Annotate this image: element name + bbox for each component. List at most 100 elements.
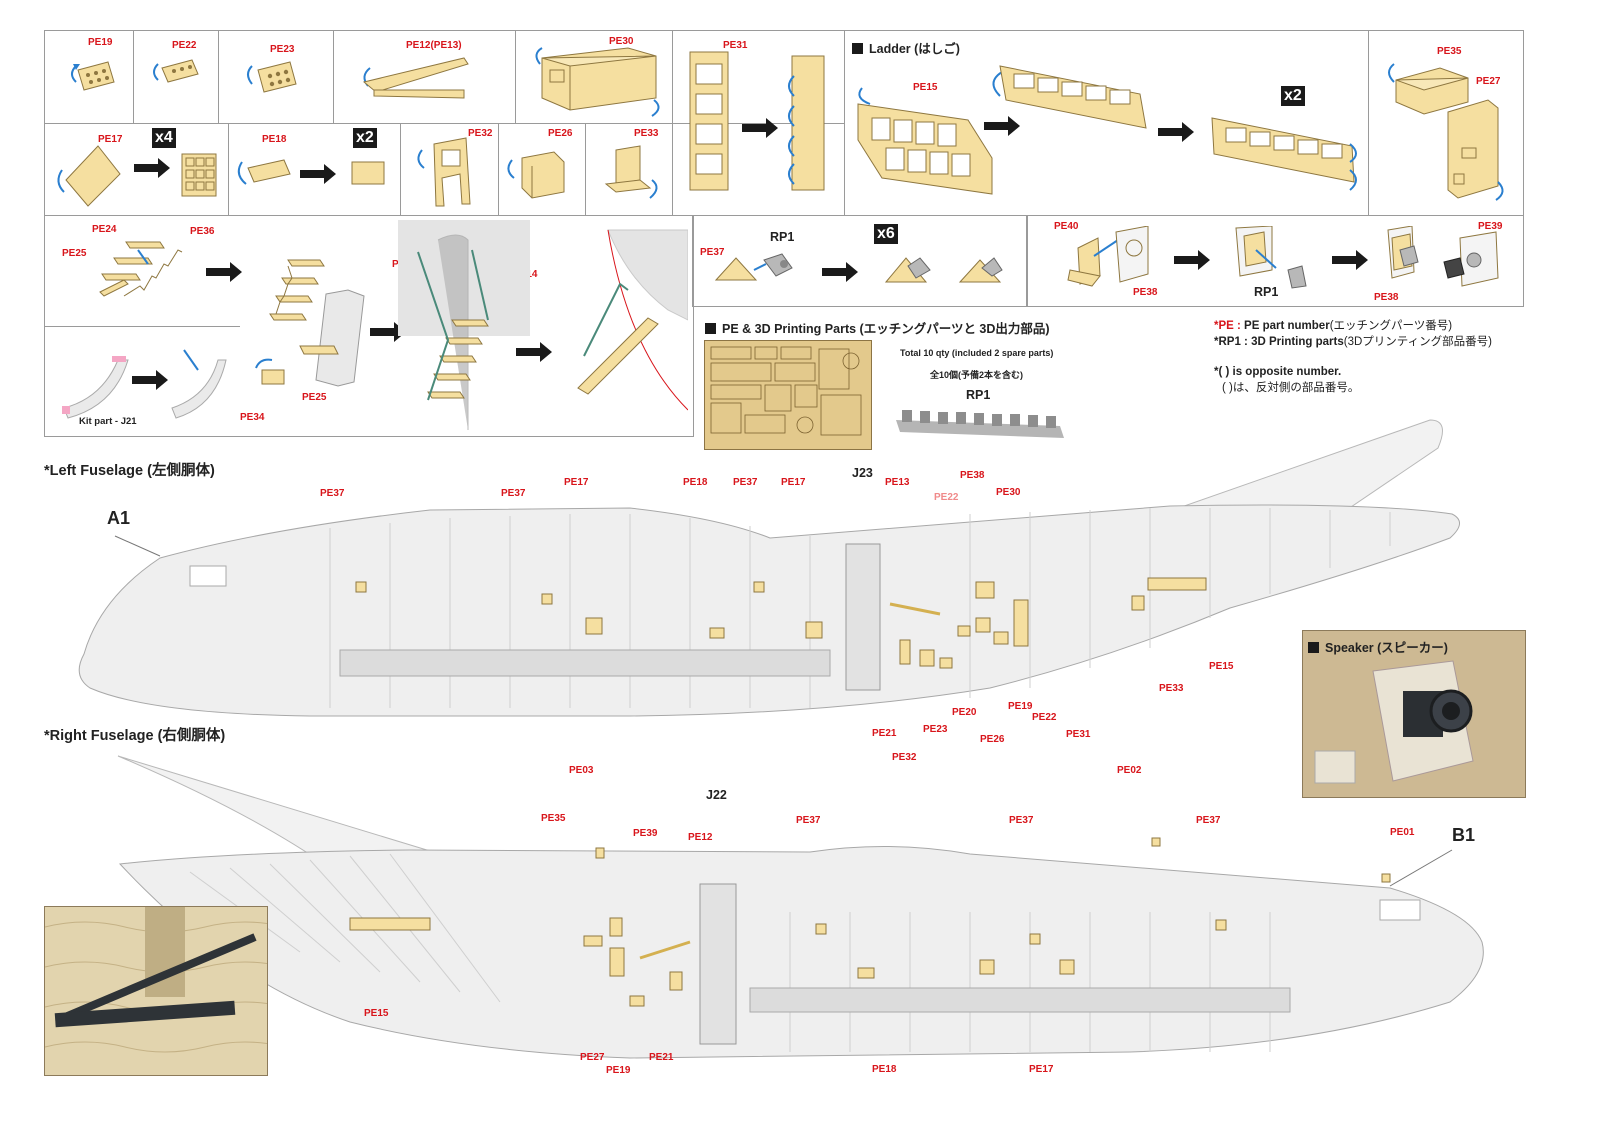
legend-rp-jp: (3Dプリンティング部品番号)	[1343, 336, 1492, 348]
left-callout: PE17	[564, 477, 589, 488]
legend-pe-key: *PE :	[1214, 320, 1241, 332]
ladder-pe15-label: PE15	[913, 82, 938, 93]
right-callout: PE27	[580, 1052, 605, 1063]
rp1-pe37-label: PE37	[700, 247, 725, 258]
right-callout: PE19	[606, 1065, 631, 1076]
kit-part-label: Kit part - J21	[79, 416, 137, 427]
divider	[515, 30, 516, 123]
right-callout: PE02	[1117, 765, 1142, 776]
left-callout: PE26	[980, 734, 1005, 745]
pe23-label: PE23	[270, 44, 295, 55]
left-j-label: J23	[852, 466, 873, 480]
pe30-part	[535, 47, 660, 117]
pe12-label: PE12(PE13)	[406, 40, 462, 51]
right-callout: PE12	[688, 832, 713, 843]
left-callout: PE18	[683, 477, 708, 488]
left-callout: PE37	[733, 477, 758, 488]
pe33-part	[604, 145, 658, 199]
divider	[218, 30, 219, 123]
pe26-label: PE26	[548, 128, 573, 139]
pe18-multiplier: x2	[353, 128, 377, 148]
pe24-label: PE24	[92, 224, 117, 235]
pe26-part	[507, 151, 565, 199]
divider	[498, 123, 499, 216]
divider	[400, 123, 401, 216]
stairs-diagram	[62, 220, 688, 430]
pe-fret-image	[704, 340, 872, 450]
right-callout: PE37	[796, 815, 821, 826]
ladder-diagram	[857, 65, 1357, 195]
rp1-sprue-image	[896, 410, 1064, 438]
kit-part-divider	[44, 326, 240, 327]
legend-pe-text: PE part number	[1244, 320, 1330, 332]
left-callout: PE31	[1066, 729, 1091, 740]
right-j-label: J22	[706, 788, 727, 802]
ladder-title: Ladder (はしご)	[852, 38, 960, 57]
right-callout: PE39	[633, 828, 658, 839]
rp1-label: RP1	[770, 230, 795, 244]
pe22-part	[153, 59, 199, 83]
pe17-part	[57, 145, 217, 207]
pe31-label: PE31	[723, 40, 748, 51]
printing-total: Total 10 qty (included 2 spare parts)	[900, 348, 1054, 358]
divider	[133, 30, 134, 123]
divider	[672, 30, 673, 216]
right-callout: PE37	[1009, 815, 1034, 826]
legend-pe-jp: (エッチングパーツ番号)	[1329, 320, 1453, 332]
left-callout: PE37	[501, 488, 526, 499]
left-callout: PE20	[952, 707, 977, 718]
left-callout: PE19	[1008, 701, 1033, 712]
pe23-part	[247, 61, 297, 93]
pe30-label: PE30	[609, 36, 634, 47]
right-callout: PE03	[569, 765, 594, 776]
right-callout: PE21	[649, 1052, 674, 1063]
left-callout: PE32	[892, 752, 917, 763]
left-callout: PE15	[1209, 661, 1234, 672]
pe18-label: PE18	[262, 134, 287, 145]
left-callout: PE13	[885, 477, 910, 488]
pe31-part	[689, 51, 825, 191]
left-callout: PE22	[1032, 712, 1057, 723]
interior-photo	[44, 906, 268, 1076]
pe25-label: PE25	[62, 248, 87, 259]
right-callout: PE37	[1196, 815, 1221, 826]
legend: *PE : PE part number(エッチングパーツ番号) *RP1 : …	[1214, 318, 1492, 396]
right-callout: PE15	[364, 1008, 389, 1019]
pe33-label: PE33	[634, 128, 659, 139]
pe35-label: PE35	[1437, 46, 1462, 57]
pe25b-label: PE25	[302, 392, 327, 403]
right-fuselage-title: *Right Fuselage (右側胴体)	[44, 728, 226, 744]
right-fuselage-diagram	[117, 755, 1484, 1059]
pe17-multiplier: x4	[152, 128, 176, 148]
left-fuselage-diagram	[78, 419, 1460, 717]
left-callout: PE33	[1159, 683, 1184, 694]
left-callout: PE37	[320, 488, 345, 499]
pe38-label: PE38	[1133, 287, 1158, 298]
pe40-diagram	[1067, 226, 1499, 289]
pe36-label: PE36	[190, 226, 215, 237]
pe40-label: PE40	[1054, 221, 1079, 232]
row-divider	[44, 123, 844, 124]
pe22-label: PE22	[172, 40, 197, 51]
pe19-label: PE19	[88, 37, 113, 48]
divider	[1368, 30, 1369, 216]
pe19-part	[71, 61, 115, 91]
rp1-multiplier: x6	[874, 224, 898, 244]
pe12-part	[362, 57, 469, 99]
pe40-rp1-label: RP1	[1254, 285, 1279, 299]
legend-rp-text: 3D Printing parts	[1251, 336, 1344, 348]
pe32-part	[417, 137, 471, 207]
legend-opposite: *( ) is opposite number.	[1214, 366, 1342, 378]
left-callout: PE17	[781, 477, 806, 488]
ladder-multiplier: x2	[1281, 86, 1305, 106]
divider	[333, 30, 334, 123]
divider	[585, 123, 586, 216]
divider	[844, 30, 845, 216]
pe34-label: PE34	[240, 412, 265, 423]
divider	[228, 123, 229, 216]
pe32-label: PE32	[468, 128, 493, 139]
printing-title: PE & 3D Printing Parts (エッチングパーツと 3D出力部品…	[705, 318, 1050, 337]
pe18-part	[237, 159, 385, 185]
pe38b-label: PE38	[1374, 292, 1399, 303]
pe39-label: PE39	[1478, 221, 1503, 232]
